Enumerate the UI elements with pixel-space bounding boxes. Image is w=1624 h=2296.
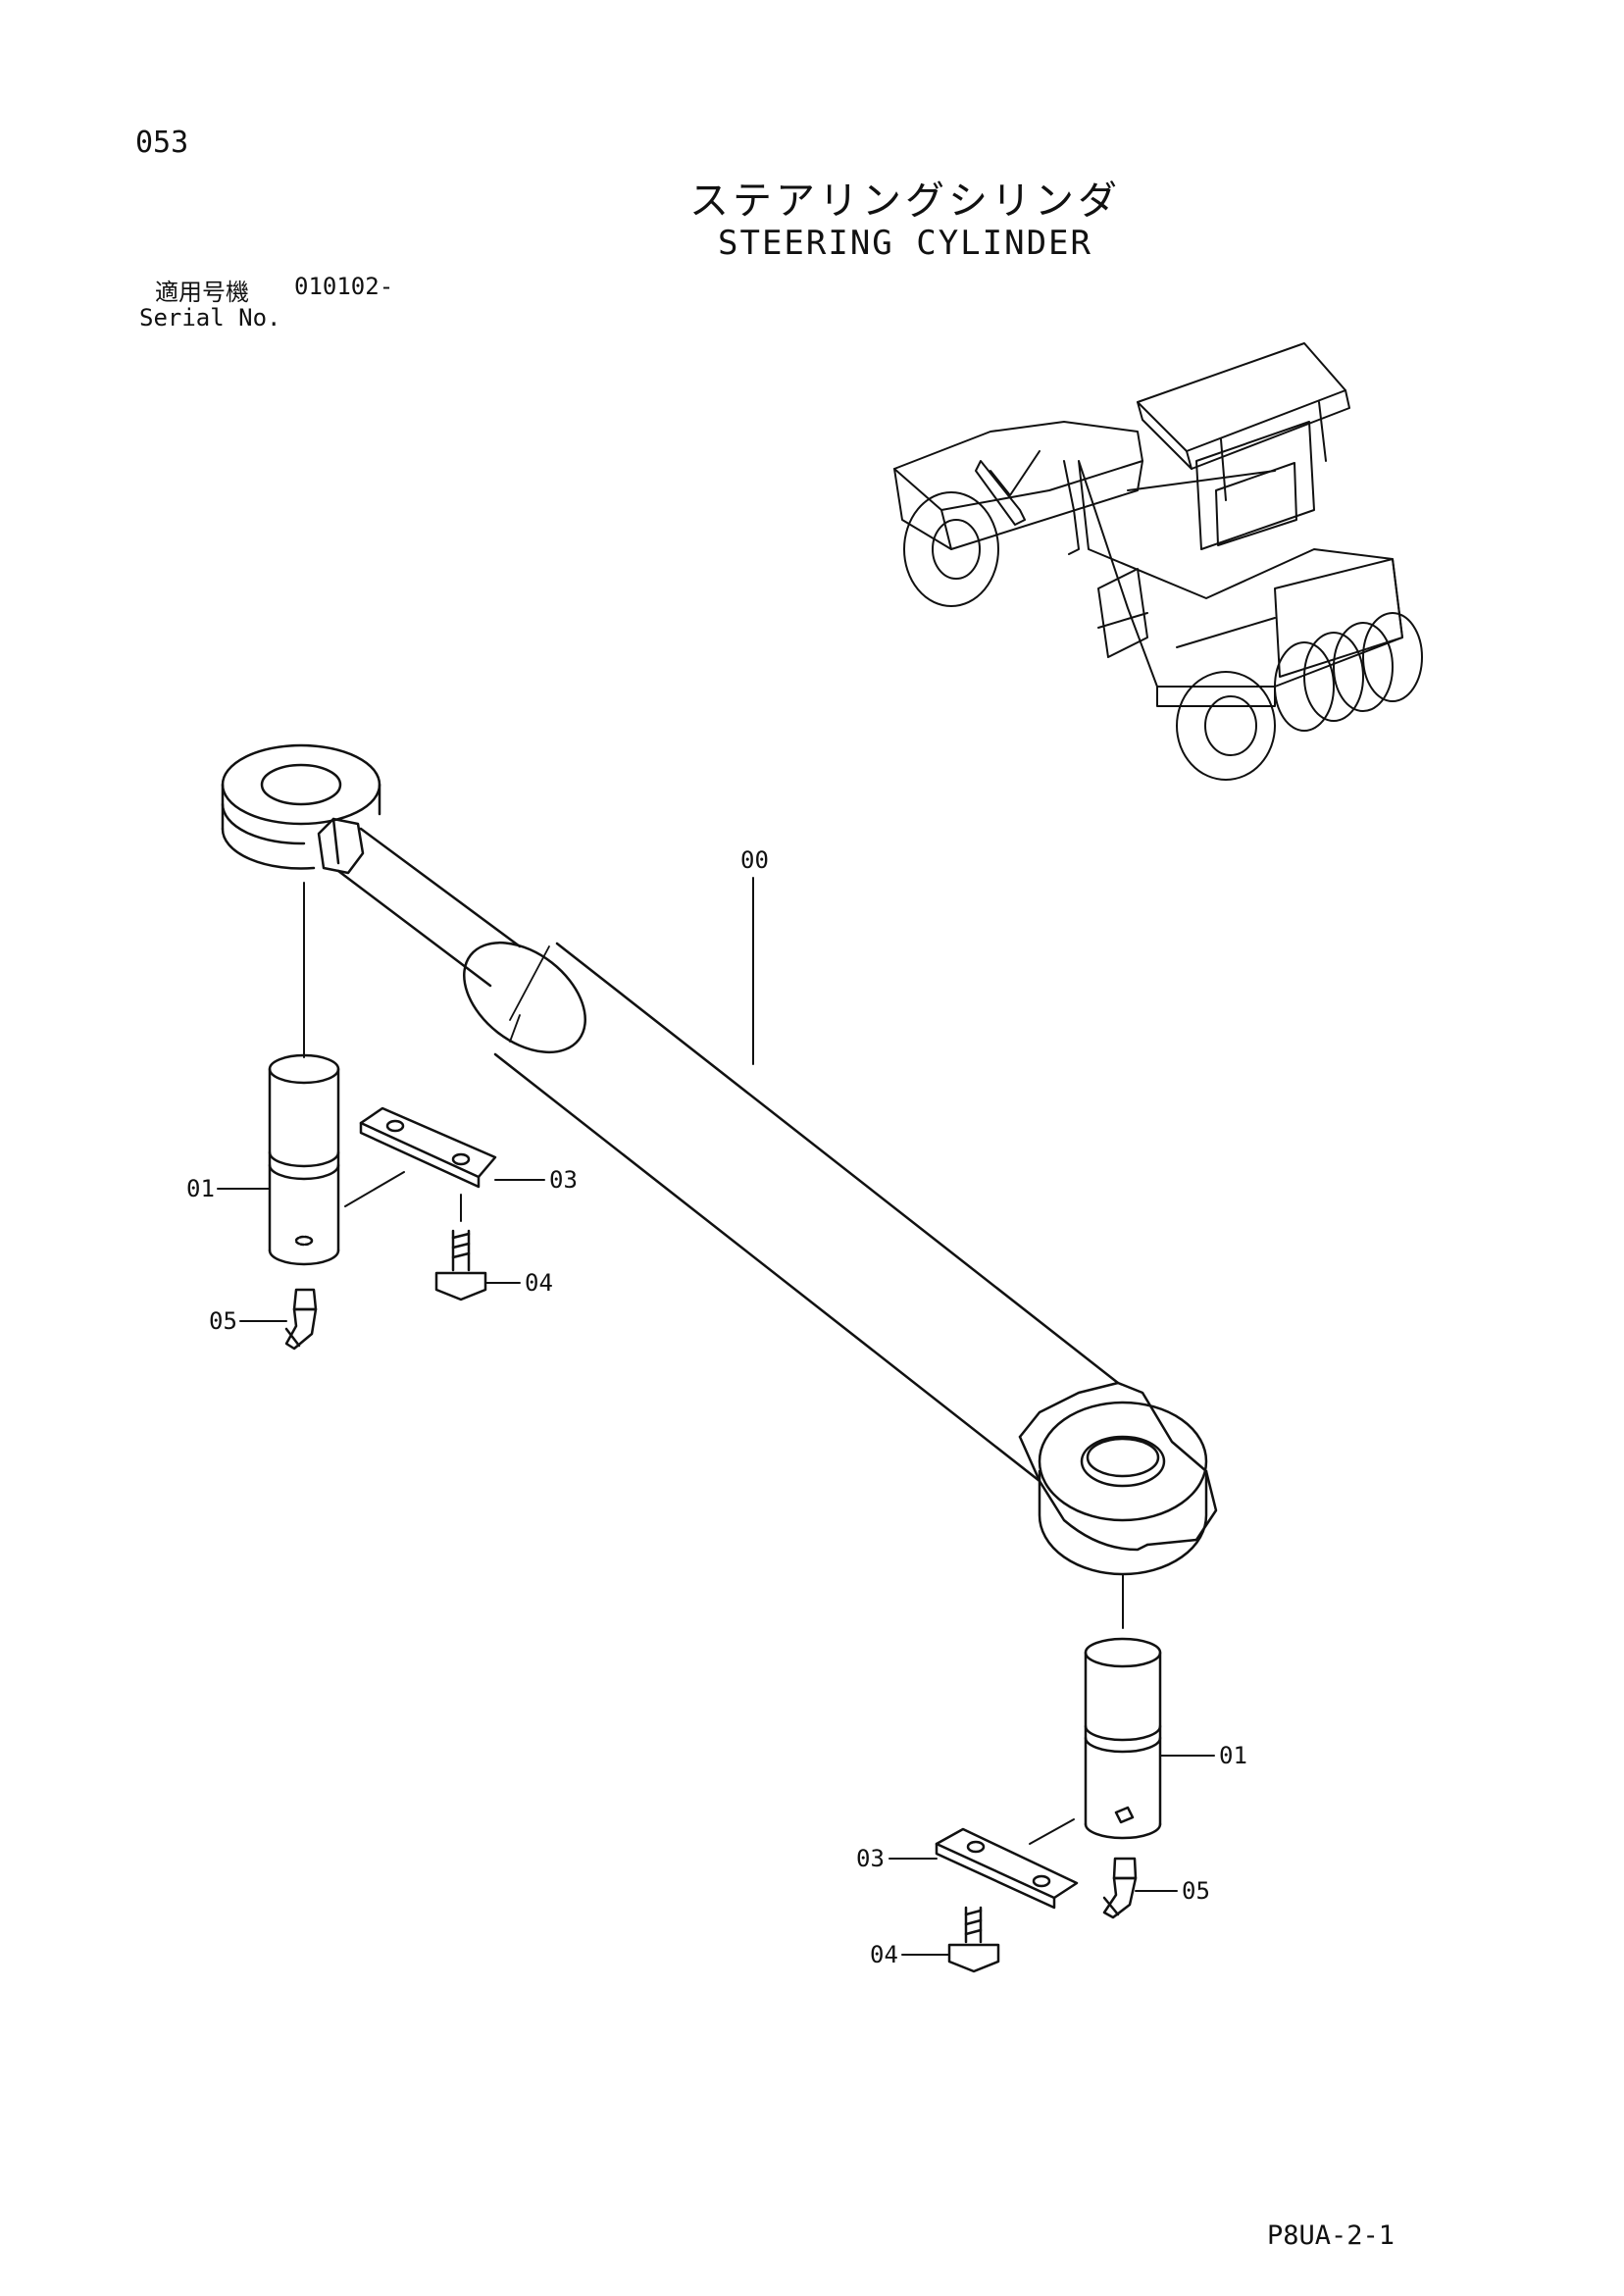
machine-illustration	[893, 342, 1423, 781]
upper-fitting	[284, 1288, 318, 1351]
upper-plate	[344, 1106, 497, 1222]
callout-04-upper: 04	[525, 1269, 553, 1297]
title-japanese: ステアリングシリンダ	[689, 179, 1121, 224]
lower-pin	[1084, 1573, 1162, 1840]
upper-bolt	[434, 1229, 487, 1301]
serial-value: 010102-	[294, 273, 394, 300]
steering-cylinder	[221, 743, 1218, 1576]
title-english: STEERING CYLINDER	[718, 224, 1092, 263]
leader-lines	[217, 877, 1215, 1956]
callout-05-upper: 05	[209, 1307, 237, 1335]
callout-01-upper: 01	[186, 1175, 215, 1202]
callout-03-lower: 03	[856, 1845, 885, 1872]
upper-pin	[268, 882, 340, 1266]
callout-01-lower: 01	[1219, 1742, 1247, 1769]
callout-00: 00	[740, 846, 769, 874]
callout-04-lower: 04	[870, 1941, 898, 1968]
lower-bolt	[947, 1906, 1000, 1973]
page-number: 053	[135, 126, 189, 160]
callout-05-lower: 05	[1182, 1877, 1210, 1905]
serial-label-japanese: 適用号機	[155, 279, 249, 306]
lower-plate	[935, 1818, 1079, 1910]
serial-label-english: Serial No.	[139, 304, 281, 332]
callout-03-upper: 03	[549, 1166, 578, 1194]
lower-fitting	[1102, 1857, 1138, 1919]
drawing-code: P8UA-2-1	[1267, 2220, 1396, 2251]
